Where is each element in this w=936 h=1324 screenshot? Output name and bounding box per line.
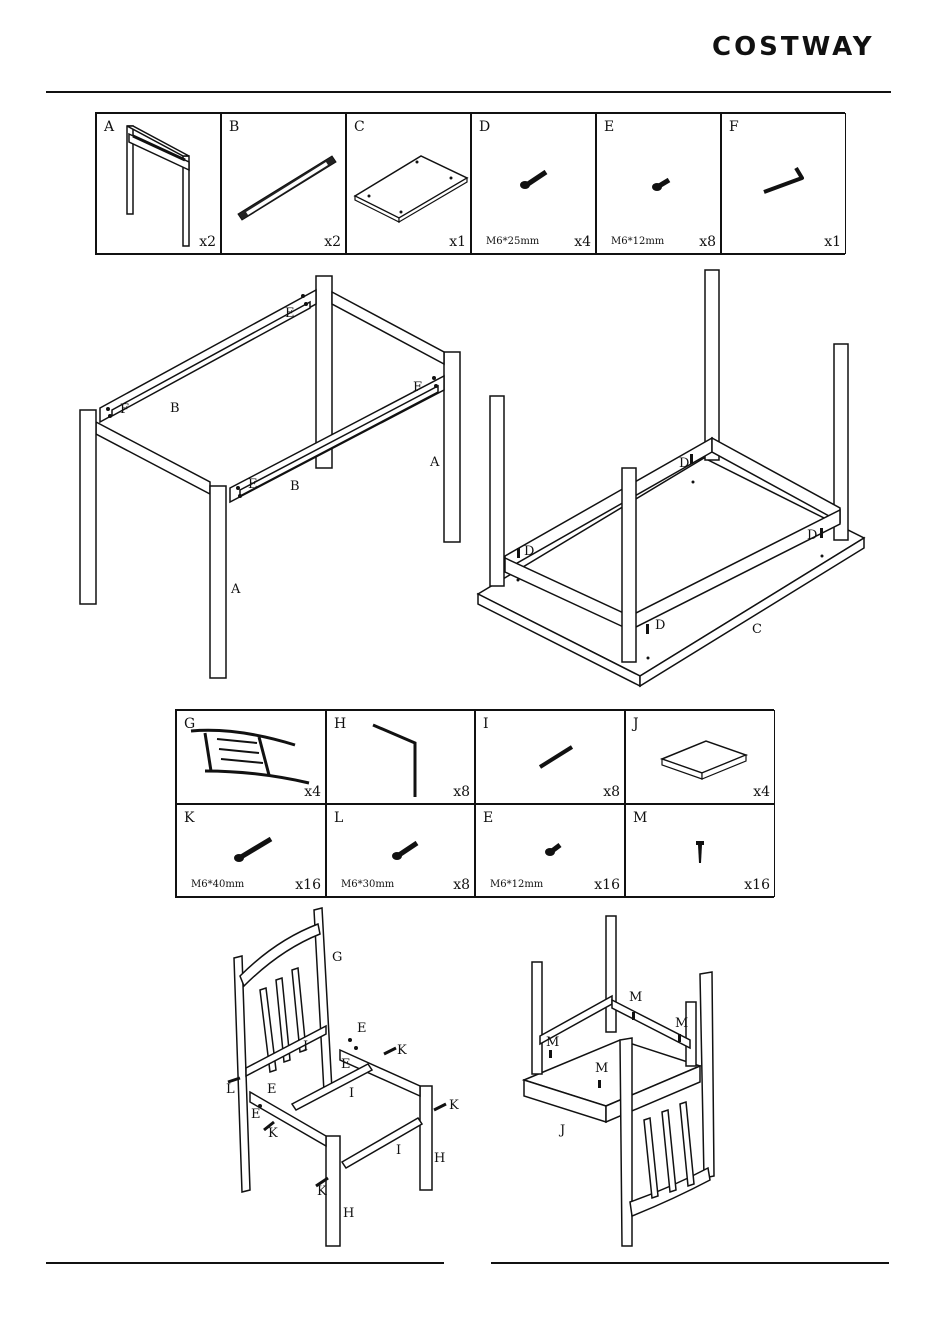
label-d: D bbox=[679, 457, 689, 470]
label-m: M bbox=[546, 1036, 559, 1049]
part-size: M6*40mm bbox=[191, 879, 244, 890]
chair-underside-diagram bbox=[0, 900, 936, 1260]
part-qty: x8 bbox=[603, 784, 620, 800]
footer-rule-left bbox=[46, 1262, 444, 1264]
part-qty: x16 bbox=[295, 877, 321, 893]
part-qty: x8 bbox=[453, 877, 470, 893]
part-cell-m: M x16 bbox=[625, 804, 775, 897]
part-cell-k: K M6*40mm x16 bbox=[176, 804, 326, 897]
part-cell-h: H x8 bbox=[326, 710, 475, 804]
part-cell-l: L M6*30mm x8 bbox=[326, 804, 475, 897]
part-cell-g: G x4 bbox=[176, 710, 326, 804]
label-m: M bbox=[595, 1062, 608, 1075]
part-size: M6*30mm bbox=[341, 879, 394, 890]
part-qty: x16 bbox=[744, 877, 770, 893]
footer-rule-right bbox=[491, 1262, 889, 1264]
part-qty: x8 bbox=[453, 784, 470, 800]
part-cell-j: J x4 bbox=[625, 710, 775, 804]
tabletop-diagram bbox=[0, 0, 936, 700]
part-qty: x4 bbox=[304, 784, 321, 800]
label-d: D bbox=[807, 529, 817, 542]
part-qty: x16 bbox=[594, 877, 620, 893]
part-size: M6*12mm bbox=[490, 879, 543, 890]
chair-parts-grid: G x4 H x8 I x8 J bbox=[175, 709, 774, 898]
label-m: M bbox=[675, 1017, 688, 1030]
part-qty: x4 bbox=[753, 784, 770, 800]
part-cell-i: I x8 bbox=[475, 710, 625, 804]
label-d: D bbox=[655, 619, 665, 632]
label-d: D bbox=[524, 545, 534, 558]
part-cell-e-chair: E M6*12mm x16 bbox=[475, 804, 625, 897]
label-c: C bbox=[752, 623, 762, 636]
label-j: J bbox=[560, 1124, 565, 1137]
label-m: M bbox=[629, 991, 642, 1004]
